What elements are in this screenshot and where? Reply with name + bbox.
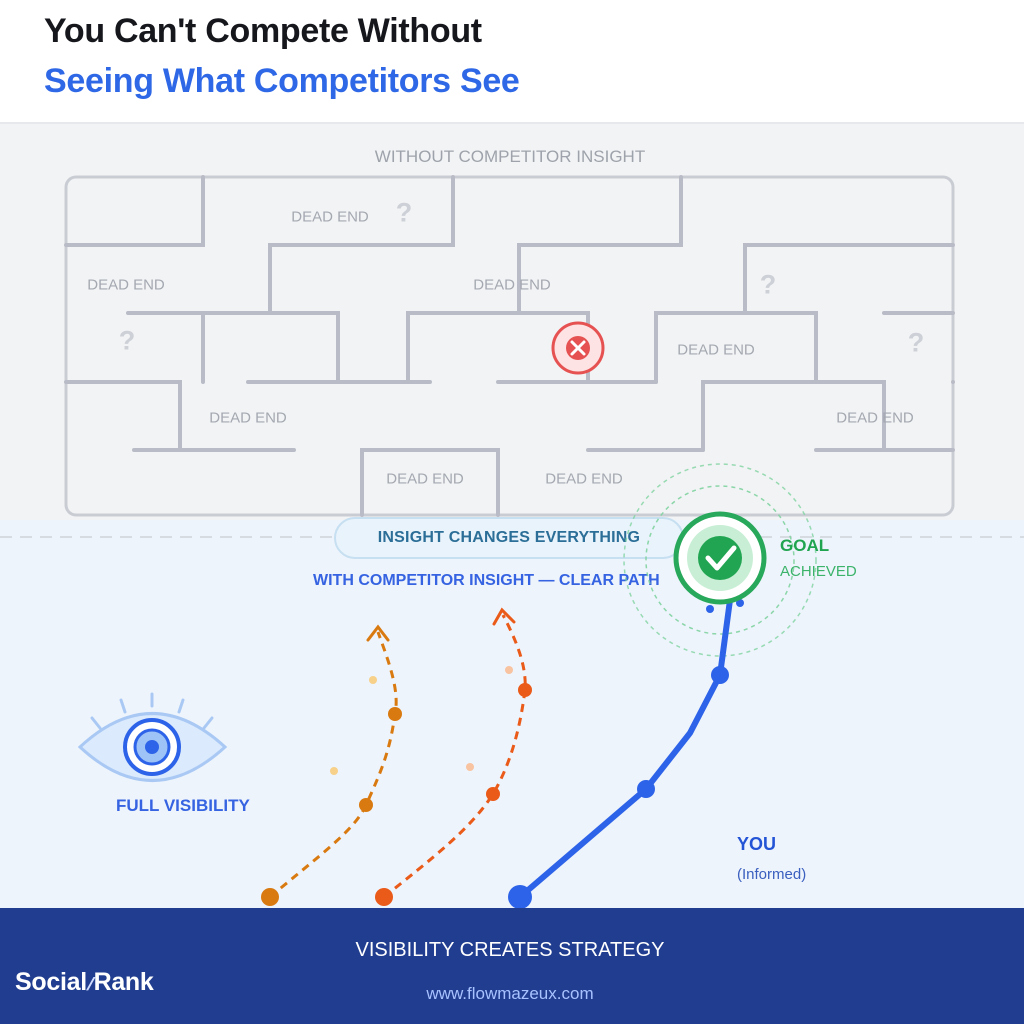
dead-end-label: DEAD END <box>677 341 755 359</box>
dead-end-label: DEAD END <box>836 409 914 427</box>
brand-part1: Social <box>15 968 87 996</box>
brand-logo: Social/Rank <box>15 968 154 997</box>
question-mark-icon: ? <box>759 269 777 300</box>
header: You Can't Compete Without Seeing What Co… <box>0 0 1024 122</box>
dead-end-label: DEAD END <box>386 470 464 488</box>
you-label: YOU <box>737 834 777 854</box>
page-subtitle: Seeing What Competitors See <box>44 62 520 100</box>
question-mark-icon: ? <box>907 327 925 358</box>
footer-title: VISIBILITY CREATES STRATEGY <box>355 939 665 961</box>
brand-part2: Rank <box>93 968 154 996</box>
insight-pill: INSIGHT CHANGES EVERYTHING <box>334 517 684 559</box>
question-mark-icon: ? <box>118 325 136 356</box>
goal-sublabel: ACHIEVED <box>780 563 857 580</box>
dead-end-label: DEAD END <box>473 276 551 294</box>
you-sublabel: (Informed) <box>737 866 807 883</box>
footer <box>0 908 1024 1024</box>
page-title: You Can't Compete Without <box>44 12 482 50</box>
maze-panel-label: WITHOUT COMPETITOR INSIGHT <box>374 147 646 166</box>
goal-label: GOAL <box>780 536 830 555</box>
footer-url[interactable]: www.flowmazeux.com <box>426 984 594 1003</box>
maze-panel <box>0 122 1024 520</box>
with-insight-label: WITH COMPETITOR INSIGHT — CLEAR PATH <box>313 572 660 589</box>
full-visibility-label: FULL VISIBILITY <box>116 796 250 815</box>
insight-pill-label: INSIGHT CHANGES EVERYTHING <box>377 529 641 546</box>
dead-end-label: DEAD END <box>545 470 623 488</box>
dead-end-label: DEAD END <box>209 409 287 427</box>
question-mark-icon: ? <box>395 197 413 228</box>
dead-end-label: DEAD END <box>291 208 369 226</box>
dead-end-label: DEAD END <box>87 276 165 294</box>
